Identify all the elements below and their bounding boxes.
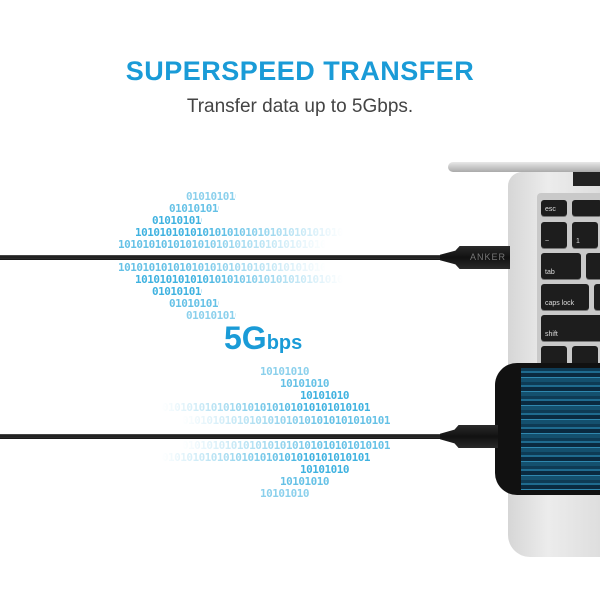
binary-row: 0101010101010101010101010101010101 bbox=[161, 402, 370, 414]
usb-cable-bottom bbox=[0, 434, 445, 439]
binary-row: 1010101010101010101010101010101010 bbox=[118, 239, 327, 251]
binary-chevron: 1010101010101010101010101010101010 bbox=[260, 488, 310, 500]
key-caps-lock: caps lock bbox=[541, 284, 589, 310]
speed-badge: 5Gbps bbox=[224, 320, 302, 363]
subheadline: Transfer data up to 5Gbps. bbox=[186, 96, 414, 117]
binary-chevron: 0101010101010101010101010101010101 bbox=[186, 191, 236, 203]
headline: SUPERSPEED TRANSFER bbox=[125, 56, 475, 86]
binary-row: 1010101010101010101010101010101010 bbox=[135, 274, 344, 286]
binary-chevron: 0101010101010101010101010101010101 bbox=[169, 203, 219, 215]
micro-usb-connector bbox=[440, 425, 498, 448]
binary-chevron: 0101010101010101010101010101010101 bbox=[152, 215, 202, 227]
binary-row: 1010101010101010101010101010101010 bbox=[135, 227, 344, 239]
key-a bbox=[594, 284, 600, 310]
binary-chevron: 1010101010101010101010101010101010 bbox=[300, 464, 350, 476]
binary-row: 1010101010101010101010101010101010 bbox=[118, 262, 327, 274]
laptop-notch bbox=[573, 172, 600, 186]
brand-label: ANKER bbox=[470, 252, 507, 262]
phone-screen bbox=[521, 368, 600, 490]
key-tab: tab bbox=[541, 253, 581, 279]
usb-a-connector: ANKER bbox=[440, 246, 510, 269]
speed-value: 5G bbox=[224, 320, 267, 356]
binary-chevron: 1010101010101010101010101010101010 bbox=[260, 366, 310, 378]
binary-chevron: 0101010101010101010101010101010101 bbox=[169, 298, 219, 310]
key-1: 1 bbox=[572, 222, 598, 248]
binary-row: 0101010101010101010101010101010101 bbox=[181, 415, 390, 427]
key-brightness bbox=[572, 200, 600, 216]
key-esc: esc bbox=[541, 200, 567, 216]
key-tilde: ~ bbox=[541, 222, 567, 248]
laptop-lid bbox=[448, 162, 600, 172]
binary-chevron: 0101010101010101010101010101010101 bbox=[152, 286, 202, 298]
speed-unit: bps bbox=[266, 332, 303, 354]
binary-chevron: 1010101010101010101010101010101010 bbox=[300, 390, 350, 402]
binary-row: 0101010101010101010101010101010101 bbox=[181, 440, 390, 452]
binary-chevron: 1010101010101010101010101010101010 bbox=[280, 476, 330, 488]
key-q bbox=[586, 253, 600, 279]
usb-cable-top bbox=[0, 255, 445, 260]
key-shift: shift bbox=[541, 315, 600, 341]
binary-chevron: 0101010101010101010101010101010101 bbox=[186, 310, 236, 322]
binary-chevron: 1010101010101010101010101010101010 bbox=[280, 378, 330, 390]
keyboard: esc ~ 1 tab caps lock shift bbox=[537, 193, 600, 378]
binary-row: 0101010101010101010101010101010101 bbox=[161, 452, 370, 464]
